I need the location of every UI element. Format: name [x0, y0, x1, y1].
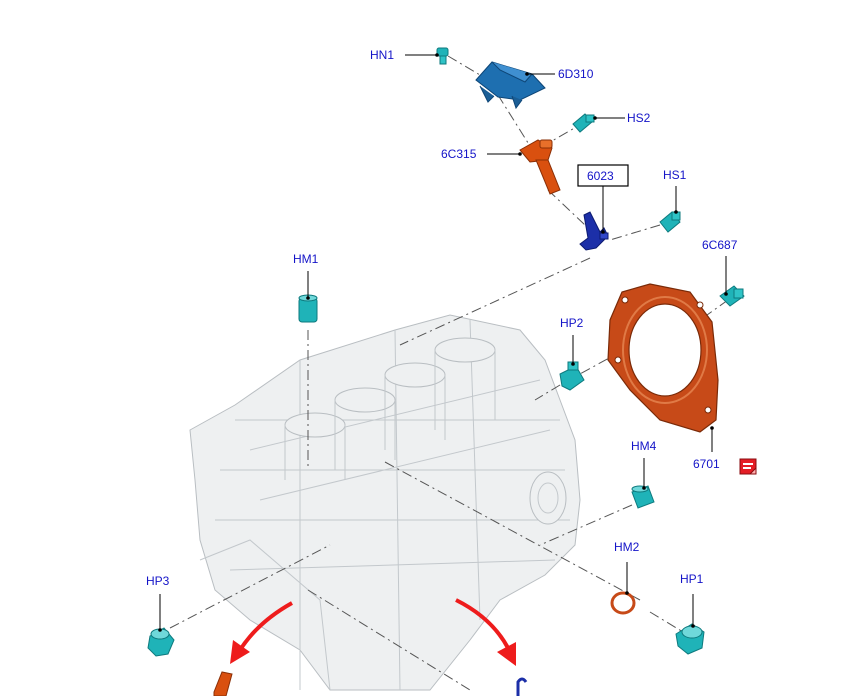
callout-6d310[interactable]: 6D310	[558, 67, 594, 81]
callout-6023[interactable]: 6023	[587, 169, 614, 183]
callout-hm1[interactable]: HM1	[293, 252, 319, 266]
callout-hp3[interactable]: HP3	[146, 574, 170, 588]
callout-hs1[interactable]: HS1	[663, 168, 687, 182]
bolt-hs2[interactable]	[572, 113, 595, 133]
callout-6c315[interactable]: 6C315	[441, 147, 477, 161]
callout-hm2[interactable]: HM2	[614, 540, 640, 554]
part-bottom-left-orange[interactable]	[213, 671, 233, 696]
plug-hp2[interactable]	[559, 361, 585, 391]
plug-hp1[interactable]	[675, 623, 705, 655]
assembly-lines	[169, 55, 729, 691]
sensor-6c315[interactable]	[519, 139, 561, 195]
rear-seal-6701[interactable]	[607, 283, 719, 433]
callout-hs2[interactable]: HS2	[627, 111, 651, 125]
callout-6c687[interactable]: 6C687	[702, 238, 738, 252]
bolt-hn1[interactable]	[436, 47, 449, 65]
bolt-6c687[interactable]	[719, 285, 745, 307]
callout-hn1[interactable]: HN1	[370, 48, 394, 62]
part-bottom-right-blue[interactable]	[516, 677, 528, 696]
red-arrow-right	[455, 598, 516, 666]
o-ring-hm2[interactable]	[610, 591, 636, 615]
red-arrow-left	[230, 601, 293, 664]
note-icon[interactable]	[739, 458, 757, 475]
dowel-hm4[interactable]	[631, 485, 655, 509]
plug-hp3[interactable]	[147, 627, 175, 657]
callout-6701[interactable]: 6701	[693, 457, 720, 471]
engine-block	[189, 314, 581, 691]
callout-hp1[interactable]: HP1	[680, 572, 704, 586]
callout-hm4[interactable]: HM4	[631, 439, 657, 453]
callout-hp2[interactable]: HP2	[560, 316, 584, 330]
bolt-hs1[interactable]	[659, 211, 681, 233]
bracket-6d310[interactable]	[475, 61, 546, 110]
